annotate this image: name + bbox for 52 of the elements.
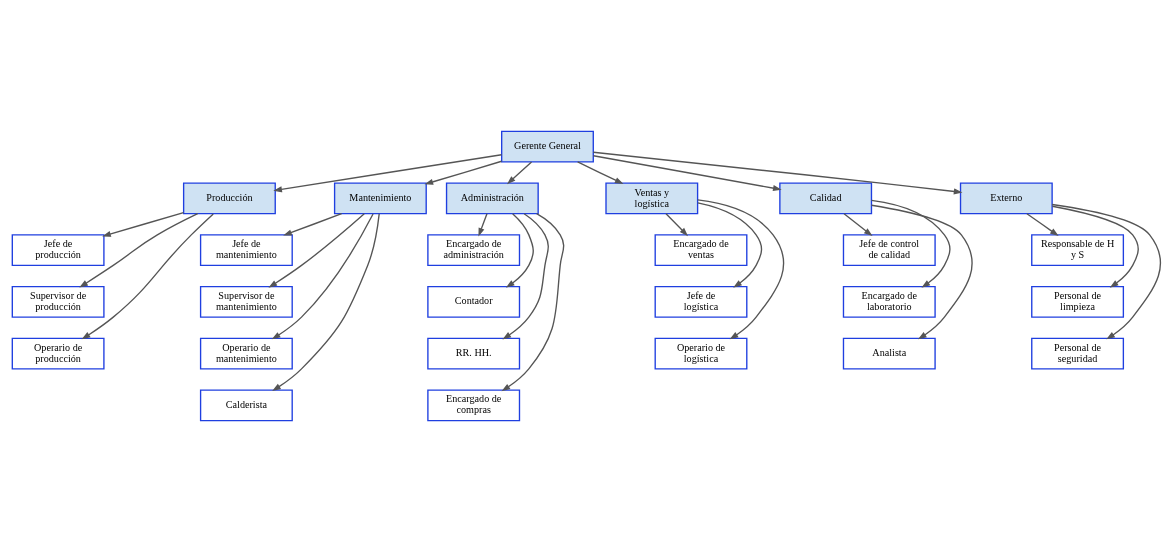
node-box: Encargado de laboratorio bbox=[842, 285, 936, 318]
arrow bbox=[79, 212, 199, 288]
node-box: Jefe de producción bbox=[11, 233, 105, 266]
node-box: Operario de producción bbox=[11, 337, 105, 370]
node-box: Mantenimiento bbox=[333, 181, 427, 214]
arrow bbox=[843, 212, 873, 236]
arrow bbox=[273, 153, 503, 192]
arrow bbox=[1051, 205, 1139, 288]
arrow bbox=[501, 212, 565, 391]
arrow bbox=[81, 212, 214, 339]
arrow bbox=[272, 212, 380, 391]
node-box: Externo bbox=[959, 181, 1053, 214]
arrow bbox=[1051, 203, 1162, 339]
node-box: Analista bbox=[842, 337, 936, 370]
node-box: Ventas y logística bbox=[605, 181, 699, 214]
node-box: Jefe de logística bbox=[654, 285, 748, 318]
node-box: Responsable de H y S bbox=[1031, 233, 1125, 266]
arrow bbox=[506, 160, 533, 184]
node-box: Encargado de administración bbox=[427, 233, 521, 266]
arrow bbox=[502, 212, 549, 339]
node-box: Operario de logística bbox=[654, 337, 748, 370]
node-box: RR. HH. bbox=[427, 337, 521, 370]
arrow bbox=[665, 212, 689, 236]
node-box: Encargado de ventas bbox=[654, 233, 748, 266]
arrow bbox=[271, 212, 374, 339]
arrow bbox=[283, 212, 343, 236]
arrow bbox=[268, 212, 365, 288]
node-box: Personal de seguridad bbox=[1031, 337, 1125, 370]
node-box: Contador bbox=[427, 285, 521, 318]
node-box: Calderista bbox=[199, 388, 293, 421]
arrow bbox=[870, 204, 973, 339]
node-box: Gerente General bbox=[501, 130, 594, 163]
arrow bbox=[424, 160, 503, 185]
arrow bbox=[870, 199, 951, 288]
node-box: Jefe de control de calidad bbox=[842, 233, 936, 266]
node-box: Operario de mantenimiento bbox=[199, 337, 293, 370]
node-box: Encargado de compras bbox=[427, 388, 521, 421]
arrow bbox=[577, 160, 624, 184]
arrow bbox=[592, 151, 963, 194]
node-box: Supervisor de mantenimiento bbox=[199, 285, 293, 318]
arrow bbox=[478, 212, 488, 237]
arrow bbox=[505, 212, 534, 288]
arrow bbox=[102, 211, 185, 237]
node-box: Administración bbox=[445, 181, 539, 214]
arrow bbox=[592, 154, 782, 191]
node-box: Jefe de mantenimiento bbox=[199, 233, 293, 266]
node-box: Supervisor de producción bbox=[11, 285, 105, 318]
arrow bbox=[697, 201, 763, 288]
node-box: Calidad bbox=[779, 181, 873, 214]
arrow bbox=[697, 198, 785, 339]
node-box: Producción bbox=[182, 181, 276, 214]
node-box: Personal de limpieza bbox=[1031, 285, 1125, 318]
